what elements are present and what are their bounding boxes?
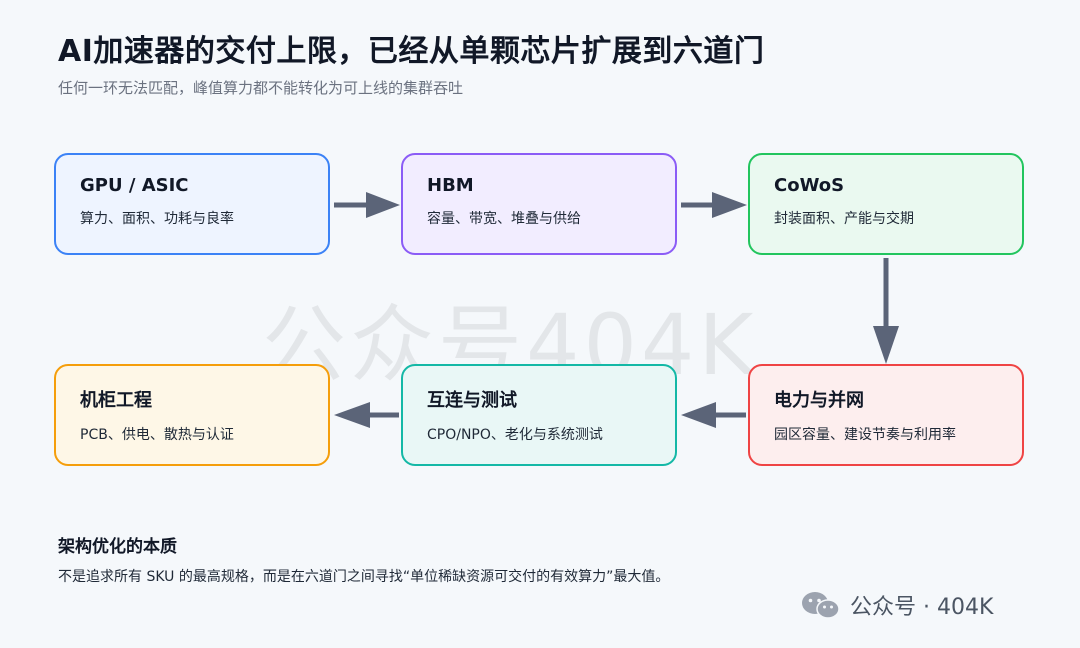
stage-title: 互连与测试: [427, 390, 517, 411]
stage-box-interconnect-test: 互连与测试 CPO/NPO、老化与系统测试: [401, 364, 677, 466]
stage-desc: PCB、供电、散热与认证: [80, 427, 234, 443]
stage-desc: 容量、带宽、堆叠与供给: [427, 211, 581, 227]
section-title: 架构优化的本质: [58, 537, 177, 557]
stage-box-gpu-asic: GPU / ASIC 算力、面积、功耗与良率: [54, 153, 330, 255]
stage-title: CoWoS: [774, 175, 845, 196]
stage-desc: 封装面积、产能与交期: [774, 211, 914, 227]
stage-title: 电力与并网: [774, 390, 864, 411]
page-title: AI加速器的交付上限，已经从单颗芯片扩展到六道门: [58, 34, 765, 69]
arrow-head-hbm-to-cowos: [712, 192, 747, 218]
arrow-head-power-to-interconnect: [681, 402, 716, 428]
stage-title: HBM: [427, 175, 474, 196]
stage-desc: 园区容量、建设节奏与利用率: [774, 427, 956, 443]
arrow-head-interconnect-to-rack: [334, 402, 370, 428]
wechat-icon: [802, 592, 840, 619]
arrow-head-gpu-to-hbm: [366, 192, 400, 218]
stage-title: GPU / ASIC: [80, 175, 189, 196]
page-subtitle: 任何一环无法匹配，峰值算力都不能转化为可上线的集群吞吐: [58, 79, 464, 97]
brand-watermark: 公众号 · 404K: [800, 589, 993, 621]
stage-desc: 算力、面积、功耗与良率: [80, 211, 234, 227]
stage-box-cowos: CoWoS 封装面积、产能与交期: [748, 153, 1024, 255]
stage-box-power-grid: 电力与并网 园区容量、建设节奏与利用率: [748, 364, 1024, 466]
section-body: 不是追求所有 SKU 的最高规格，而是在六道门之间寻找“单位稀缺资源可交付的有效…: [58, 569, 670, 585]
stage-desc: CPO/NPO、老化与系统测试: [427, 427, 603, 443]
arrow-head-cowos-to-power: [873, 326, 899, 364]
stage-box-hbm: HBM 容量、带宽、堆叠与供给: [401, 153, 677, 255]
stage-title: 机柜工程: [80, 390, 152, 411]
brand-label: 公众号 · 404K: [850, 595, 994, 620]
stage-box-rack-engineering: 机柜工程 PCB、供电、散热与认证: [54, 364, 330, 466]
